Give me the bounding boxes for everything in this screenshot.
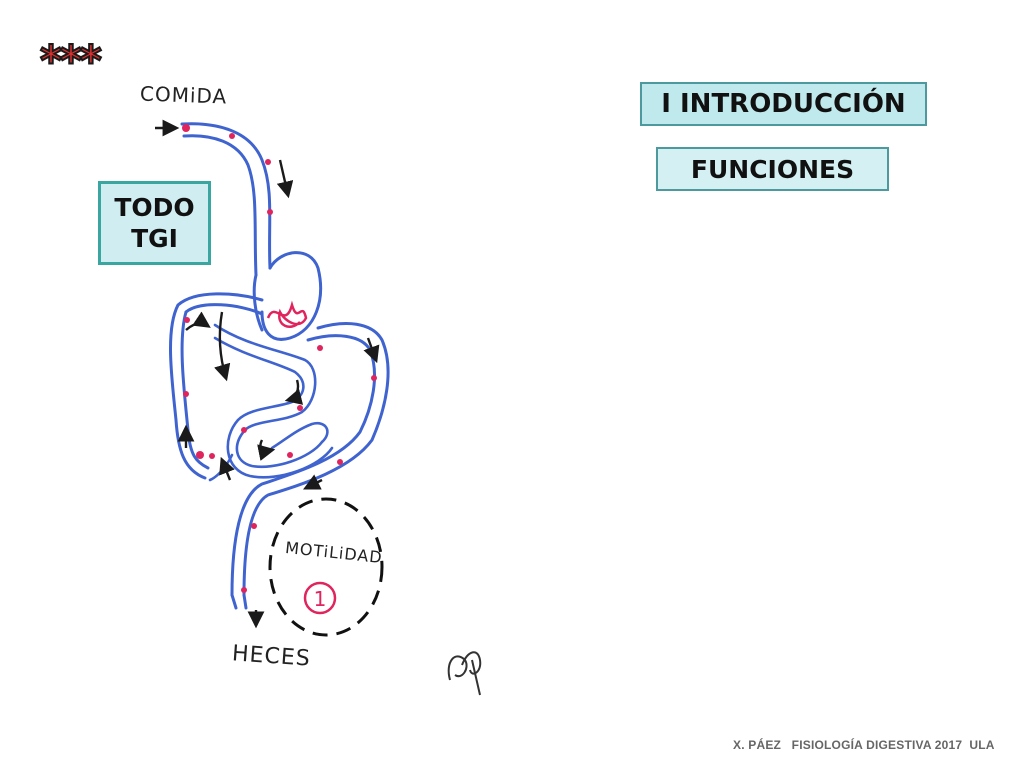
large-intestine — [169, 292, 390, 597]
gastric-secretion-icon — [266, 300, 308, 328]
esophagus — [180, 122, 272, 277]
function-number: 1 — [314, 587, 327, 611]
flow-arrows — [155, 119, 380, 629]
small-intestine — [208, 323, 334, 482]
scope-line-2: TGI — [131, 224, 178, 253]
motility-dashed-circle — [268, 497, 384, 637]
input-label: COMiDA — [139, 81, 228, 109]
scope-line-1: TODO — [114, 192, 195, 222]
subsection-title: FUNCIONES — [656, 147, 889, 191]
function-number-circle — [303, 581, 337, 615]
footer-credit: X. PÁEZ FISIOLOGÍA DIGESTIVA 2017 ULA — [733, 738, 995, 752]
section-title: I INTRODUCCIÓN — [640, 82, 927, 126]
author-signature-icon — [447, 651, 482, 696]
stomach — [252, 251, 323, 341]
rectum — [230, 593, 248, 610]
scope-box: TODO TGI — [98, 181, 211, 265]
secretion-dots — [182, 124, 377, 593]
priority-stars: *** — [39, 36, 103, 85]
